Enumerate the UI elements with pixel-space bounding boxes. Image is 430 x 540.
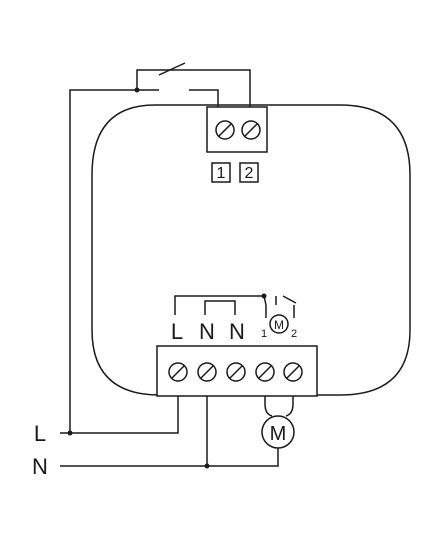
bottom-terminal-screw-4: [255, 362, 275, 382]
svg-text:1: 1: [261, 328, 267, 340]
external-motor: M: [261, 396, 295, 449]
bottom-terminal-screw-5: [283, 362, 303, 382]
live-wire-to-switch: [69, 89, 137, 433]
bottom-terminal-screw-3: [226, 362, 246, 382]
terminal-label-N2: N: [229, 319, 245, 344]
supply-label-N: N: [32, 454, 48, 479]
motor-direction-symbol: M 1 2: [261, 305, 297, 340]
terminal-label-L: L: [171, 319, 183, 344]
terminal-number-1: 1: [217, 165, 226, 182]
top-terminal-block: [206, 106, 268, 153]
neutral-junction-dot: [204, 463, 210, 469]
device-housing: [91, 104, 411, 396]
neutral-supply-wire: [60, 448, 279, 467]
terminal-label-N1: N: [199, 319, 215, 344]
terminal-number-box-1: [211, 162, 231, 183]
bottom-terminal-screw-2: [197, 362, 217, 382]
supply-label-L: L: [34, 421, 46, 446]
live-supply-wire: [60, 396, 179, 434]
live-junction-dot: [67, 430, 73, 436]
external-switch: [136, 62, 251, 107]
internal-wiring: [174, 293, 297, 315]
svg-text:M: M: [270, 423, 287, 445]
switch-junction-dot: [134, 87, 140, 93]
top-terminal-screw-1: [215, 120, 235, 140]
top-terminal-screw-2: [241, 120, 261, 140]
terminal-number-2: 2: [245, 165, 254, 182]
bottom-terminal-screw-1: [168, 362, 188, 382]
svg-text:M: M: [274, 318, 284, 332]
svg-text:2: 2: [291, 328, 297, 340]
terminal-number-box-2: [239, 162, 259, 183]
